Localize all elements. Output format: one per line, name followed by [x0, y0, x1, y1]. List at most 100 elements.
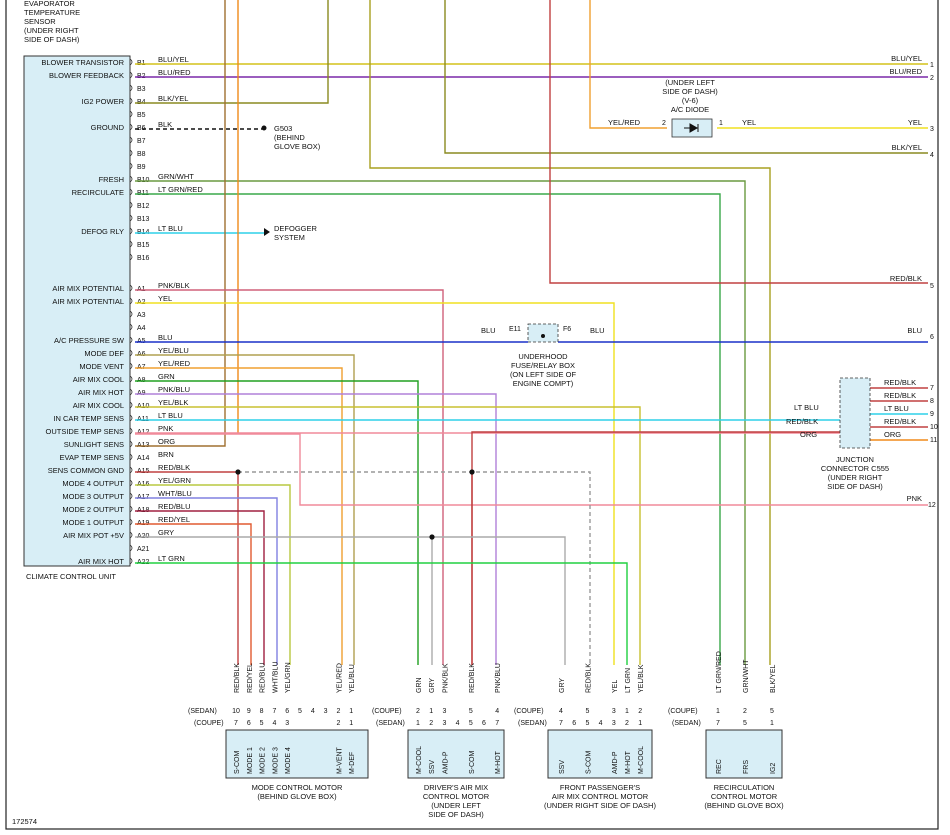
pin-tick	[129, 544, 133, 552]
sedan-pin: 7	[716, 720, 720, 727]
coupe-pin: 10	[232, 708, 240, 715]
pin-id: B3	[137, 86, 146, 93]
sedan-pin: 5	[585, 720, 589, 727]
splice-dot	[429, 534, 435, 540]
pin-tick	[129, 440, 133, 448]
motor-name: CONTROL MOTOR	[711, 792, 778, 801]
wire-color-label: PNK/BLK	[158, 281, 190, 290]
pin-tick	[129, 518, 133, 526]
wire-color-label: LT GRN/RED	[158, 185, 203, 194]
wire-lt-grn-red	[135, 193, 721, 665]
right-edge-labels: BLU/YEL BLU/RED YEL BLK/YEL RED/BLK BLU …	[889, 54, 937, 509]
svg-text:LT BLU: LT BLU	[884, 404, 909, 413]
pin-tick	[129, 453, 133, 461]
svg-text:(UNDER RIGHT: (UNDER RIGHT	[828, 473, 883, 482]
wire-color-label: LT BLU	[158, 411, 183, 420]
ccu-pin-row: A4	[129, 323, 146, 332]
pin-tick	[129, 466, 133, 474]
svg-text:1: 1	[719, 120, 723, 127]
svg-text:7: 7	[930, 385, 934, 392]
pin-function-label: OUTSIDE TEMP SENS	[46, 427, 125, 436]
sedan-label: (SEDAN)	[518, 720, 547, 727]
motor-wire-label: YEL/RED	[336, 663, 343, 693]
motor-terminal-label: M-HOT	[625, 750, 632, 774]
sedan-pin: 7	[495, 720, 499, 727]
wire-color-label: BLK/YEL	[158, 94, 188, 103]
wires	[135, 0, 928, 665]
coupe-pin: 4	[311, 708, 315, 715]
svg-text:3: 3	[930, 126, 934, 133]
motor-wire-label: YEL/GRN	[285, 662, 292, 693]
svg-text:RED/BLK: RED/BLK	[890, 274, 922, 283]
coupe-pin: 3	[612, 708, 616, 715]
coupe-label: (COUPE)	[194, 720, 224, 727]
motor-wire-label: YEL/BLK	[638, 664, 645, 693]
motor-terminal-label: M-HOT	[495, 750, 502, 774]
coupe-pin: 3	[324, 708, 328, 715]
coupe-pin: 1	[625, 708, 629, 715]
ccu-pin-row: B9	[129, 162, 146, 171]
ccu-pin-row: B7	[129, 136, 146, 145]
sedan-pin: 7	[234, 720, 238, 727]
splice-dot	[469, 469, 475, 475]
pin-id: B6	[137, 125, 146, 132]
pin-id: B5	[137, 112, 146, 119]
wire-color-label: BRN	[158, 450, 174, 459]
pin-function-label: AIR MIX POTENTIAL	[52, 284, 124, 293]
wire-color-label: YEL/BLK	[158, 398, 188, 407]
motor-wire-label: RED/BLK	[585, 663, 592, 693]
sedan-pin: 1	[638, 720, 642, 727]
pin-id: A21	[137, 546, 150, 553]
motor-terminal-label: MODE 4	[285, 747, 292, 774]
pin-tick	[129, 240, 133, 248]
motor-name: DRIVER'S AIR MIX	[424, 783, 488, 792]
svg-text:SIDE OF DASH): SIDE OF DASH)	[662, 87, 718, 96]
svg-text:E11: E11	[509, 326, 521, 333]
pin-function-label: AIR MIX POTENTIAL	[52, 297, 124, 306]
svg-text:GLOVE BOX): GLOVE BOX)	[274, 142, 321, 151]
pin-id: A4	[137, 325, 146, 332]
sedan-label: (SEDAN)	[672, 720, 701, 727]
motor-wire-label: GRY	[429, 678, 436, 693]
sedan-pin: 4	[599, 720, 603, 727]
coupe-pin: 4	[559, 708, 563, 715]
pin-function-label: MODE DEF	[84, 349, 124, 358]
pin-tick	[129, 123, 133, 131]
sedan-pin: 1	[770, 720, 774, 727]
coupe-pin: 2	[336, 708, 340, 715]
wire-red-blk-junction	[471, 431, 840, 665]
svg-text:12: 12	[928, 502, 936, 509]
motor-terminal-label: M-DEF	[349, 752, 356, 774]
svg-text:BLU: BLU	[907, 326, 922, 335]
ccu-pin-row: B16	[129, 253, 150, 262]
underhood-fuse-box: BLU BLU E11 F6 UNDERHOOD FUSE/RELAY BOX …	[481, 323, 605, 388]
pin-function-label: DEFOG RLY	[81, 227, 124, 236]
ccu-pin-row: B8	[129, 149, 146, 158]
svg-text:YEL: YEL	[908, 118, 922, 127]
pin-tick	[129, 336, 133, 344]
pin-function-label: BLOWER TRANSISTOR	[41, 58, 124, 67]
pin-tick	[129, 362, 133, 370]
pin-tick	[129, 375, 133, 383]
svg-text:8: 8	[930, 398, 934, 405]
pin-id: B16	[137, 255, 150, 262]
svg-text:SENSOR: SENSOR	[24, 17, 56, 26]
svg-text:PNK: PNK	[907, 494, 922, 503]
pin-function-label: BLOWER FEEDBACK	[49, 71, 124, 80]
coupe-pin: 5	[770, 708, 774, 715]
pin-tick	[129, 349, 133, 357]
motor-terminal-label: FRS	[743, 760, 750, 774]
motor-name: MODE CONTROL MOTOR	[252, 783, 343, 792]
motor-name: RECIRCULATION	[714, 783, 775, 792]
wire-red-blk-5	[549, 0, 928, 284]
motor-name: AIR MIX CONTROL MOTOR	[552, 792, 649, 801]
motor-box	[705, 729, 783, 779]
svg-text:FUSE/RELAY BOX: FUSE/RELAY BOX	[511, 361, 575, 370]
wire-color-label: PNK/BLU	[158, 385, 190, 394]
motor-terminal-label: S-COM	[234, 751, 241, 775]
coupe-pin: 5	[585, 708, 589, 715]
diagram-frame	[5, 0, 939, 830]
pin-function-label: AIR MIX POT +5V	[63, 531, 124, 540]
